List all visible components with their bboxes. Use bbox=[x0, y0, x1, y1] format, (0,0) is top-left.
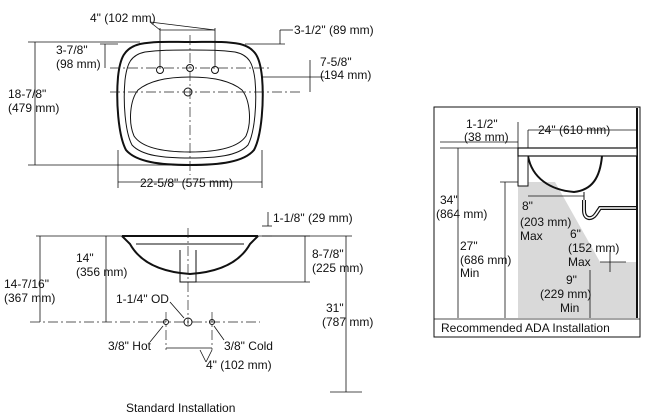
ada-sink-bowl bbox=[527, 155, 603, 194]
top-view: 4" (102 mm) 3-1/2" (89 mm) 3-7/8" (98 mm… bbox=[8, 11, 374, 190]
hot-supply-label: 3/8" Hot bbox=[108, 339, 152, 353]
ada-offset-label-a: 1-1/2" bbox=[466, 117, 498, 131]
total-height-label-b: (367 mm) bbox=[4, 291, 55, 305]
hole-setback-label: 3-1/2" (89 mm) bbox=[294, 23, 374, 37]
ada-depth-b: (203 mm) bbox=[520, 215, 571, 229]
total-height-label-a: 14-7/16" bbox=[4, 277, 49, 291]
side-view: 1-1/8" (29 mm) 14" (356 mm) 8-7/8" (225 … bbox=[4, 211, 373, 415]
knee-clearance-area bbox=[518, 182, 638, 318]
drain-outlet-marker bbox=[183, 317, 193, 327]
ada-knee-height-a: 27" bbox=[460, 239, 478, 253]
depth-label-b: (194 mm) bbox=[320, 68, 371, 82]
ada-caption: Recommended ADA Installation bbox=[441, 321, 610, 335]
ada-toe-c: Min bbox=[560, 301, 579, 315]
ada-rim-height-a: 34" bbox=[440, 193, 458, 207]
ada-clearance-width-label: 24" (610 mm) bbox=[538, 123, 610, 137]
ada-toe-a: 9" bbox=[566, 273, 577, 287]
width-label: 22-5/8" (575 mm) bbox=[140, 176, 233, 190]
ada-toe-b: (229 mm) bbox=[540, 287, 591, 301]
sink-section bbox=[121, 235, 259, 276]
height-label-b: (479 mm) bbox=[8, 101, 59, 115]
floor-height-label-a: 31" bbox=[326, 301, 344, 315]
left-offset-label-a: 3-7/8" bbox=[56, 43, 88, 57]
ada-knee-height-c: Min bbox=[460, 266, 479, 280]
sink-outer-rim bbox=[116, 40, 264, 167]
bowl-depth-label-b: (225 mm) bbox=[312, 261, 363, 275]
ada-trap-a: 6" bbox=[570, 227, 581, 241]
bowl-depth-label-a: 8-7/8" bbox=[312, 247, 344, 261]
bowl-height-label-a: 14" bbox=[76, 251, 94, 265]
ada-offset-label-b: (38 mm) bbox=[464, 130, 509, 144]
faucet-spacing-label: 4" (102 mm) bbox=[90, 11, 156, 25]
rim-thickness-label: 1-1/8" (29 mm) bbox=[273, 211, 353, 225]
height-label-a: 18-7/8" bbox=[8, 87, 46, 101]
depth-label-a: 7-5/8" bbox=[320, 55, 352, 69]
ada-depth-a: 8" bbox=[522, 199, 533, 213]
supply-spacing-label: 4" (102 mm) bbox=[206, 358, 272, 372]
bowl-height-label-b: (356 mm) bbox=[76, 265, 127, 279]
drain-od-label: 1-1/4" OD bbox=[116, 292, 169, 306]
cold-supply-label: 3/8" Cold bbox=[224, 339, 273, 353]
ada-trap-c: Max bbox=[568, 255, 591, 269]
faucet-hole-right bbox=[211, 66, 219, 74]
ada-depth-c: Max bbox=[520, 229, 543, 243]
standard-caption: Standard Installation bbox=[126, 401, 235, 415]
ada-knee-height-b: (686 mm) bbox=[460, 253, 511, 267]
ada-panel: 1-1/2" (38 mm) 24" (610 mm) 34" (864 mm)… bbox=[433, 106, 641, 338]
left-offset-label-b: (98 mm) bbox=[56, 57, 101, 71]
ada-trap-b: (152 mm) bbox=[568, 241, 619, 255]
floor-height-label-b: (787 mm) bbox=[322, 315, 373, 329]
ada-rim-height-b: (864 mm) bbox=[436, 207, 487, 221]
sink-inner-rim bbox=[123, 49, 257, 159]
faucet-hole-left bbox=[156, 66, 164, 74]
